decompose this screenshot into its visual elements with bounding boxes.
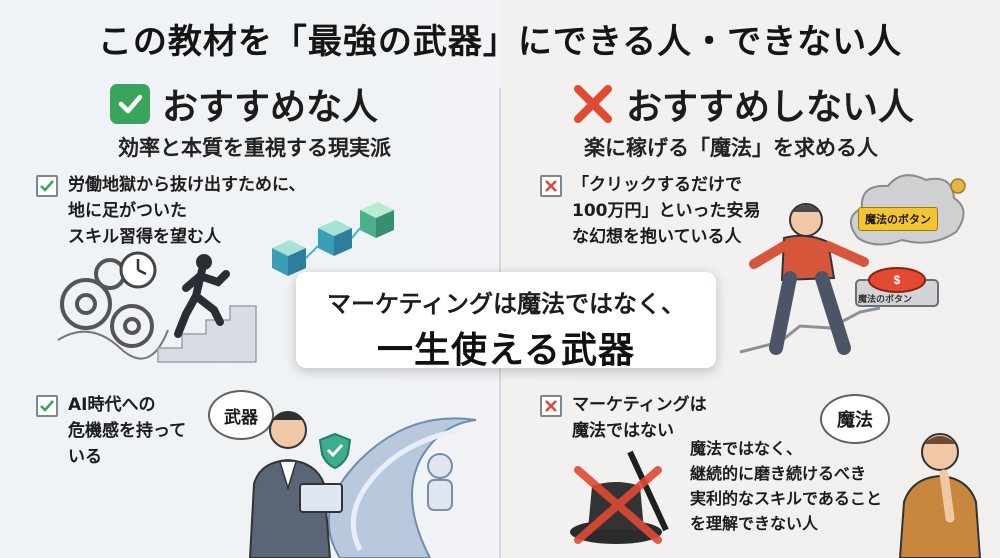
item-text-line: 地に足がついた bbox=[68, 201, 187, 221]
item-text-line: スキル習得を望む人 bbox=[68, 227, 221, 247]
recommended-item: 労働地獄から抜け出すために、 地に足がついた スキル習得を望む人 bbox=[36, 172, 306, 250]
clock-icon bbox=[119, 251, 157, 289]
key-message-box: マーケティングは魔法ではなく、 一生使える武器 bbox=[296, 272, 716, 371]
not-recommended-heading: おすすめしない人 bbox=[572, 78, 914, 130]
not-recommended-item: マーケティングは 魔法ではない bbox=[540, 392, 707, 444]
businessman-illustration bbox=[248, 411, 343, 558]
shield-icon bbox=[318, 432, 352, 470]
check-icon bbox=[36, 395, 58, 417]
svg-text:$: $ bbox=[894, 273, 901, 287]
note-line: 魔法ではなく、 bbox=[690, 439, 803, 458]
recommended-subheading: 効率と本質を重視する現実派 bbox=[118, 136, 391, 160]
wand-icon bbox=[627, 450, 669, 532]
gear-icon bbox=[60, 258, 154, 348]
cube-icon bbox=[272, 202, 394, 276]
not-recommended-item: 「クリックするだけで 100万円」といった安易 な幻想を抱いている人 bbox=[540, 172, 761, 250]
item-text-line: AI時代への bbox=[68, 395, 156, 415]
item-text-line: 「クリックするだけで bbox=[572, 175, 742, 195]
gears-illustration bbox=[57, 258, 169, 360]
item-text-line: いる bbox=[68, 447, 102, 467]
key-message-line1: マーケティングは魔法ではなく、 bbox=[326, 290, 686, 318]
item-text-line: 魔法ではない bbox=[572, 421, 674, 441]
magic-button-sign: 魔法のボタン bbox=[858, 207, 938, 231]
coin-icon bbox=[950, 178, 966, 194]
panicked-man-illustration bbox=[749, 203, 869, 355]
item-text-line: 100万円」といった安易 bbox=[572, 201, 761, 221]
cross-icon bbox=[572, 83, 614, 125]
wave-illustration bbox=[327, 417, 477, 558]
check-icon bbox=[36, 175, 58, 197]
cross-icon bbox=[540, 395, 562, 417]
magic-hat-icon bbox=[570, 450, 669, 544]
not-recommended-note: 魔法ではなく、 継続的に磨き続けるべき 実利的なスキルであること を理解できない… bbox=[690, 436, 882, 536]
magic-button-label: 魔法のボタン bbox=[858, 295, 913, 305]
recommended-item: AI時代への 危機感を持って いる bbox=[36, 392, 186, 470]
recommended-heading-text: おすすめな人 bbox=[162, 87, 379, 128]
recommended-heading: おすすめな人 bbox=[110, 78, 378, 130]
check-square-icon bbox=[110, 84, 150, 124]
not-recommended-heading-text: おすすめしない人 bbox=[626, 87, 915, 128]
item-text-line: マーケティングは bbox=[572, 395, 707, 415]
note-line: 実利的なスキルであること bbox=[690, 489, 882, 508]
not-recommended-subheading: 楽に稼げる「魔法」を求める人 bbox=[584, 136, 878, 160]
weapon-speech-bubble: 武器 bbox=[208, 390, 274, 440]
cube-chain-illustration bbox=[272, 202, 394, 276]
item-text-line: 労働地獄から抜け出すために、 bbox=[68, 175, 306, 195]
red-button-icon: $ bbox=[855, 267, 939, 307]
key-message-line2: 一生使える武器 bbox=[377, 330, 635, 371]
item-text-line: 危機感を持って bbox=[68, 421, 187, 441]
item-text-line: な幻想を抱いている人 bbox=[572, 227, 742, 247]
cross-icon bbox=[540, 175, 562, 197]
runner-on-stairs-illustration bbox=[157, 254, 257, 363]
page-title: この教材を「最強の武器」にできる人・できない人 bbox=[97, 22, 903, 62]
thinking-man-illustration bbox=[898, 433, 982, 558]
robot-icon bbox=[427, 453, 453, 511]
note-line: 継続的に磨き続けるべき bbox=[690, 464, 867, 483]
magic-speech-bubble: 魔法 bbox=[820, 394, 890, 444]
tablet-icon bbox=[299, 483, 343, 513]
note-line: を理解できない人 bbox=[690, 514, 819, 533]
